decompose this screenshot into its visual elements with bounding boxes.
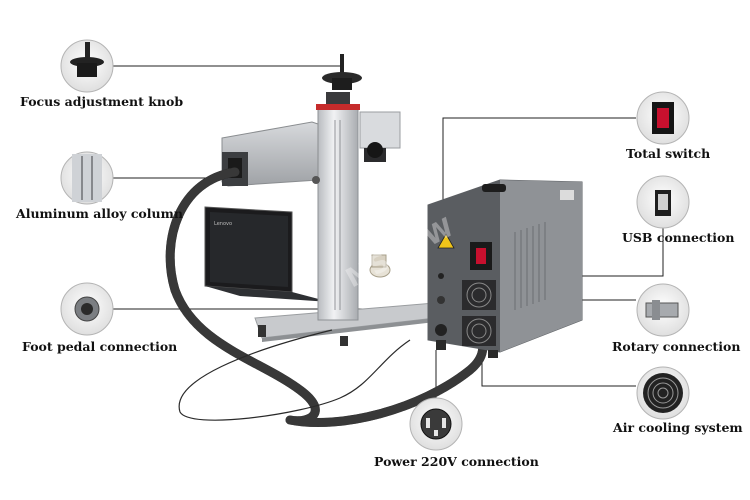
detail-usb (636, 175, 690, 229)
detail-foot-pedal (60, 282, 114, 336)
label-focus-knob: Focus adjustment knob (20, 94, 184, 109)
detail-total-switch (636, 91, 690, 145)
detail-rotary (636, 283, 690, 337)
control-cabinet (427, 179, 583, 358)
detail-focus-knob (60, 39, 114, 93)
detail-column (60, 151, 114, 205)
control-wire (178, 329, 411, 421)
scan-head (359, 111, 401, 162)
label-rotary: Rotary connection (612, 339, 741, 354)
detail-air-cooling (636, 366, 690, 420)
label-aluminum-column: Aluminum alloy column (16, 206, 183, 221)
label-foot-pedal: Foot pedal connection (22, 339, 178, 354)
label-power: Power 220V connection (374, 454, 539, 469)
laptop-brand: Lenovo (214, 221, 232, 227)
label-air-cooling: Air cooling system (613, 420, 743, 435)
detail-power (409, 397, 463, 451)
focus-knob (322, 54, 362, 90)
laptop: Lenovo (204, 206, 330, 302)
label-total-switch: Total switch (626, 146, 711, 161)
cooling-fans (462, 280, 496, 346)
aluminum-column (317, 107, 359, 321)
laser-machine: Lenovo (165, 54, 583, 427)
workpiece (369, 254, 391, 278)
label-usb: USB connection (622, 230, 735, 245)
laser-source-arm (221, 121, 320, 187)
